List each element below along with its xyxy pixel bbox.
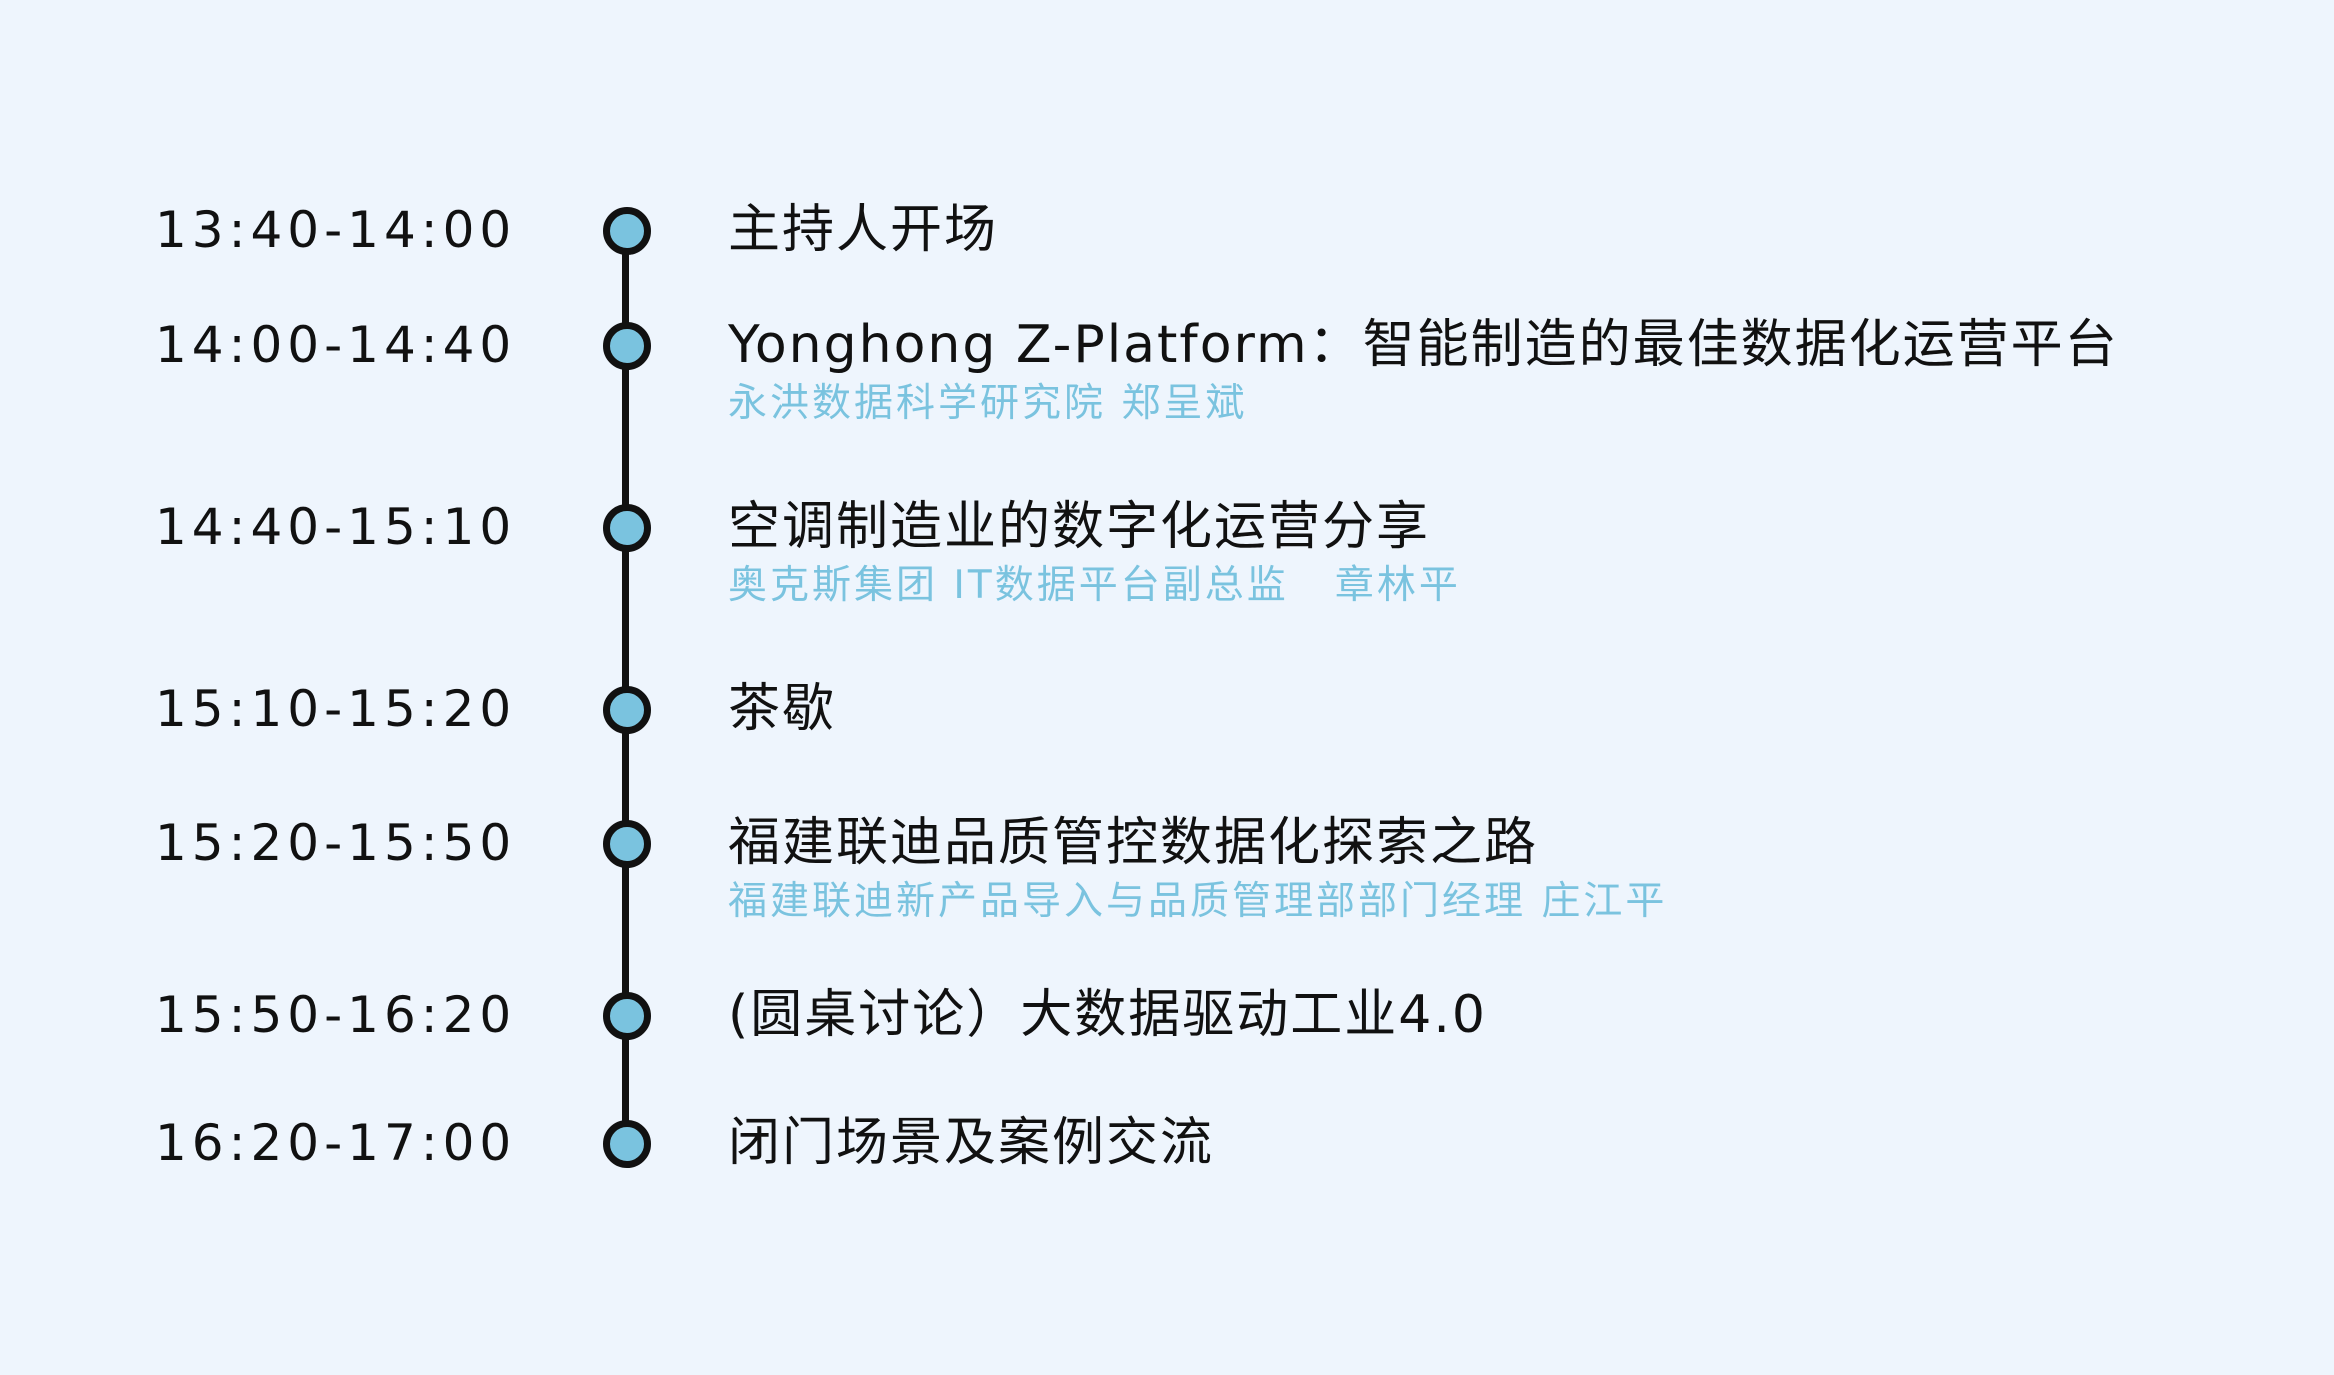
- agenda-title: 空调制造业的数字化运营分享: [728, 497, 1431, 557]
- agenda-title: (圆桌讨论）大数据驱动工业4.0: [728, 985, 1487, 1045]
- timeline-dot: [603, 504, 651, 552]
- agenda-time: 13:40-14:00: [155, 201, 517, 259]
- timeline-dot: [603, 686, 651, 734]
- timeline-dot: [603, 992, 651, 1040]
- timeline-dot: [603, 820, 651, 868]
- agenda-title: 闭门场景及案例交流: [728, 1113, 1215, 1173]
- timeline-dot: [603, 207, 651, 255]
- agenda-time: 15:50-16:20: [155, 986, 517, 1044]
- agenda-title: 茶歇: [728, 679, 837, 739]
- agenda-time: 14:00-14:40: [155, 316, 517, 374]
- timeline-dot: [603, 1120, 651, 1168]
- agenda-title: 主持人开场: [728, 200, 999, 260]
- agenda-speaker: 永洪数据科学研究院 郑呈斌: [728, 381, 1248, 426]
- timeline-dot: [603, 322, 651, 370]
- agenda-title: 福建联迪品质管控数据化探索之路: [728, 813, 1539, 873]
- agenda-title: Yonghong Z-Platform：智能制造的最佳数据化运营平台: [728, 315, 2119, 375]
- agenda-time: 14:40-15:10: [155, 498, 517, 556]
- agenda-speaker: 福建联迪新产品导入与品质管理部部门经理 庄江平: [728, 879, 1668, 924]
- agenda-time: 16:20-17:00: [155, 1114, 517, 1172]
- agenda-speaker: 奥克斯集团 IT数据平台副总监 章林平: [728, 563, 1461, 608]
- agenda-time: 15:10-15:20: [155, 680, 517, 738]
- agenda-time: 15:20-15:50: [155, 814, 517, 872]
